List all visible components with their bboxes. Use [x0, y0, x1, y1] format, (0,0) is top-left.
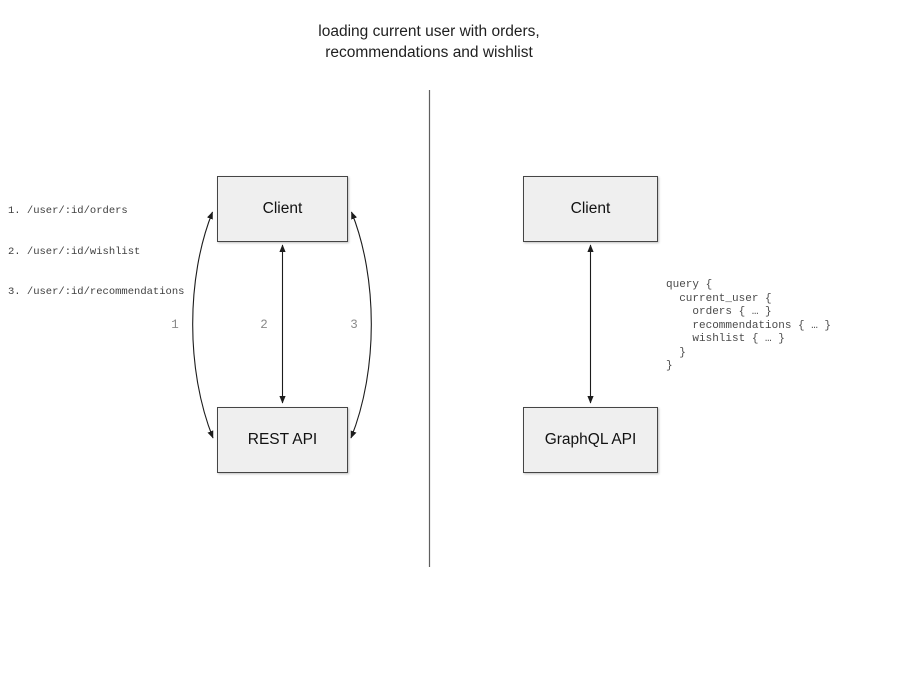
rest-client-box: Client: [217, 176, 348, 242]
rest-client-label: Client: [262, 200, 303, 217]
rest-endpoint-list: 1. /user/:id/orders 2. /user/:id/wishlis…: [8, 178, 184, 327]
arrow-label-3: 3: [350, 318, 358, 332]
rest-endpoint-wishlist: 2. /user/:id/wishlist: [8, 245, 141, 258]
arrow-label-2: 2: [260, 318, 268, 332]
graphql-api-box: GraphQL API: [523, 407, 658, 473]
graphql-client-box: Client: [523, 176, 658, 242]
arrow-label-1: 1: [171, 318, 179, 332]
rest-api-box: REST API: [217, 407, 348, 473]
graphql-query-snippet: query { current_user { orders { … } reco…: [666, 279, 832, 372]
diagram-title-line-2: recommendations and wishlist: [325, 44, 533, 61]
rest-curved-arrow-3: [350, 211, 372, 439]
graphql-api-label: GraphQL API: [544, 431, 637, 448]
rest-endpoint-orders: 1. /user/:id/orders: [8, 205, 128, 217]
diagram-title: loading current user with orders, recomm…: [179, 21, 679, 63]
graphql-client-label: Client: [570, 200, 611, 217]
rest-curved-arrow-1: [192, 211, 214, 439]
rest-api-label: REST API: [247, 431, 318, 448]
rest-endpoint-recommendations: 3. /user/:id/recommendations: [8, 286, 185, 298]
diagram-title-line-1: loading current user with orders,: [318, 23, 540, 40]
